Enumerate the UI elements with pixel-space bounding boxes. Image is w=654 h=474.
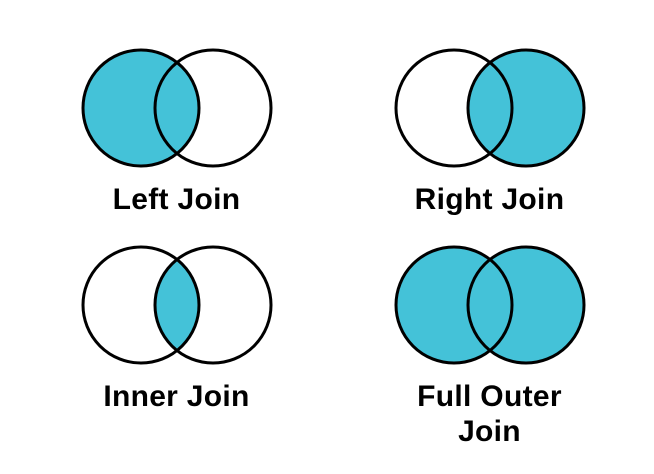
join-label-left-join: Left Join: [112, 183, 241, 216]
venn-full-outer-join: [394, 245, 585, 365]
right-circle-outline: [466, 48, 585, 168]
join-label-right-join: Right Join: [414, 183, 565, 216]
left-circle-outline: [81, 245, 200, 365]
venn-left-join: [81, 48, 272, 168]
join-diagram-inner-join: Inner Join: [20, 243, 333, 474]
venn-right-join: [394, 48, 585, 168]
join-label-full-outer-join: Full Outer Join: [417, 380, 562, 448]
right-circle-outline: [466, 245, 585, 365]
join-diagram-right-join: Right Join: [333, 46, 646, 243]
join-diagram-full-outer-join: Full Outer Join: [333, 243, 646, 474]
left-circle-outline: [394, 48, 513, 168]
right-circle-outline: [153, 48, 272, 168]
intersection-fill: [154, 62, 199, 154]
join-diagram-left-join: Left Join: [20, 46, 333, 243]
left-circle-outline: [394, 245, 513, 365]
join-label-inner-join: Inner Join: [103, 380, 250, 413]
left-circle-outline: [81, 48, 200, 168]
intersection-fill: [467, 62, 512, 154]
intersection-fill: [154, 259, 199, 351]
venn-inner-join: [81, 245, 272, 365]
right-circle-outline: [153, 245, 272, 365]
intersection-fill: [467, 259, 512, 351]
